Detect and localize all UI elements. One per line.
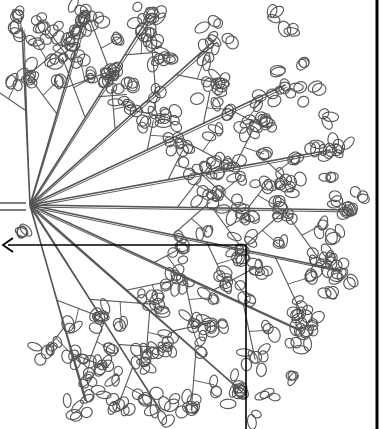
branch-line xyxy=(30,207,87,402)
branch-line xyxy=(191,219,207,233)
leaf xyxy=(181,166,197,182)
leaf xyxy=(63,393,72,407)
leaf xyxy=(306,79,324,95)
leaf xyxy=(65,408,81,420)
leaf xyxy=(177,255,189,265)
leaf xyxy=(66,0,80,14)
leaf xyxy=(268,392,281,402)
leaf xyxy=(125,79,142,95)
branch-line xyxy=(194,380,214,384)
leaf xyxy=(226,231,242,243)
leaf xyxy=(49,29,66,47)
callout-marker xyxy=(3,238,246,429)
leaf xyxy=(254,390,270,402)
branch-line xyxy=(262,230,278,244)
branch-line xyxy=(203,134,215,151)
branch-line xyxy=(43,81,58,96)
leaf xyxy=(212,17,223,29)
leaf xyxy=(77,54,90,67)
leaf xyxy=(245,124,262,141)
leaf xyxy=(284,188,299,198)
leaf xyxy=(238,126,252,143)
leaf xyxy=(234,279,246,291)
leaf xyxy=(303,141,318,156)
leaf xyxy=(206,30,219,43)
leaf xyxy=(205,196,221,212)
leaf xyxy=(203,226,212,237)
leaf xyxy=(296,94,311,109)
branch-line xyxy=(302,226,320,236)
leaf xyxy=(162,396,181,414)
leaf xyxy=(247,414,258,429)
leaf xyxy=(273,175,288,191)
leaf xyxy=(220,399,236,409)
branch-line xyxy=(197,60,204,79)
leaf xyxy=(267,326,282,344)
leaf xyxy=(266,13,281,25)
branch-line xyxy=(249,330,270,332)
leaf xyxy=(229,368,239,382)
leaf xyxy=(357,192,371,204)
leaf xyxy=(292,80,309,96)
branch-line xyxy=(150,135,171,136)
leaf xyxy=(159,412,176,429)
leaf xyxy=(131,0,144,13)
leaf xyxy=(236,289,253,306)
leaf xyxy=(257,174,275,193)
leaf xyxy=(52,19,65,32)
leaf xyxy=(35,353,47,365)
leaf xyxy=(27,341,43,353)
leaf xyxy=(242,227,260,246)
leaf xyxy=(295,58,309,72)
branch-line xyxy=(24,30,30,207)
leaf xyxy=(256,363,266,377)
leaf xyxy=(189,91,205,106)
leaf xyxy=(122,74,140,93)
trunk-stub xyxy=(0,203,26,210)
leaf xyxy=(79,392,94,405)
leaf xyxy=(320,115,335,131)
leaf xyxy=(289,83,303,91)
leaf xyxy=(297,55,311,69)
leaf xyxy=(130,356,141,370)
leaf xyxy=(309,309,327,326)
leaf xyxy=(261,322,275,336)
leaf xyxy=(221,33,234,45)
